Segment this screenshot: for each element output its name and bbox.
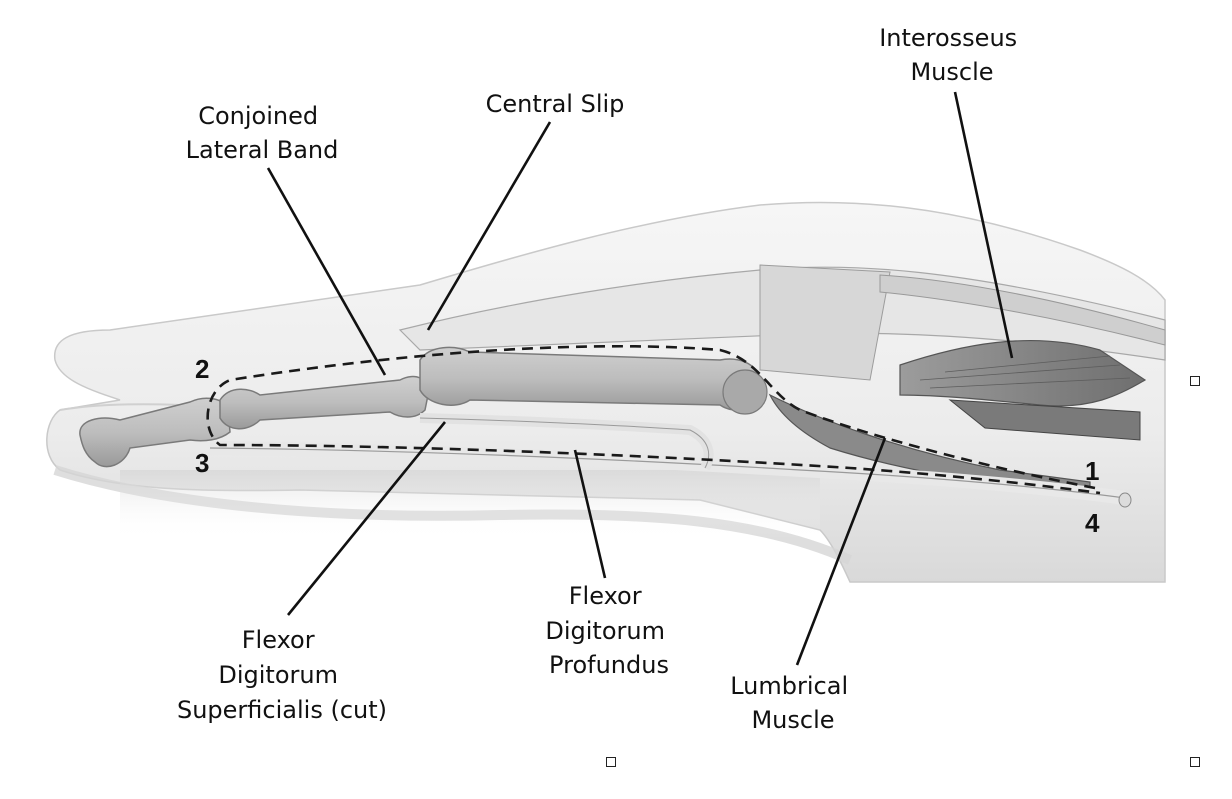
resize-handle-corner[interactable] [1190,757,1200,767]
marker-2: 2 [195,354,209,384]
marker-3: 3 [195,448,209,478]
phalanges [79,346,768,468]
flexor-tendons [209,413,1132,508]
labels: Interosseus Muscle Central Slip Conjoine… [177,24,1100,734]
label-interosseus-muscle: Interosseus Muscle [879,24,1025,86]
leader-fds [286,421,447,616]
leader-fdp [573,449,607,579]
leader-conjoined-lateral-band [266,167,387,376]
extensor-hood [398,264,1166,381]
label-conjoined-lateral-band: Conjoined Lateral Band [186,102,339,164]
leader-lumbrical [795,437,887,666]
label-flexor-digitorum-profundus: Flexor Digitorum Profundus [545,582,672,679]
marker-4: 4 [1085,508,1100,538]
label-lumbrical-muscle: Lumbrical Muscle [730,672,856,734]
resize-handle-right[interactable] [1190,376,1200,386]
leader-interosseus [953,91,1014,359]
leader-lines [266,91,1014,666]
label-central-slip: Central Slip [486,90,625,118]
label-flexor-digitorum-superficialis: Flexor Digitorum Superficialis (cut) [177,626,387,724]
leader-central-slip [426,121,552,331]
marker-1: 1 [1085,456,1099,486]
interosseus-muscle [899,339,1147,441]
resize-handle-bottom[interactable] [606,757,616,767]
